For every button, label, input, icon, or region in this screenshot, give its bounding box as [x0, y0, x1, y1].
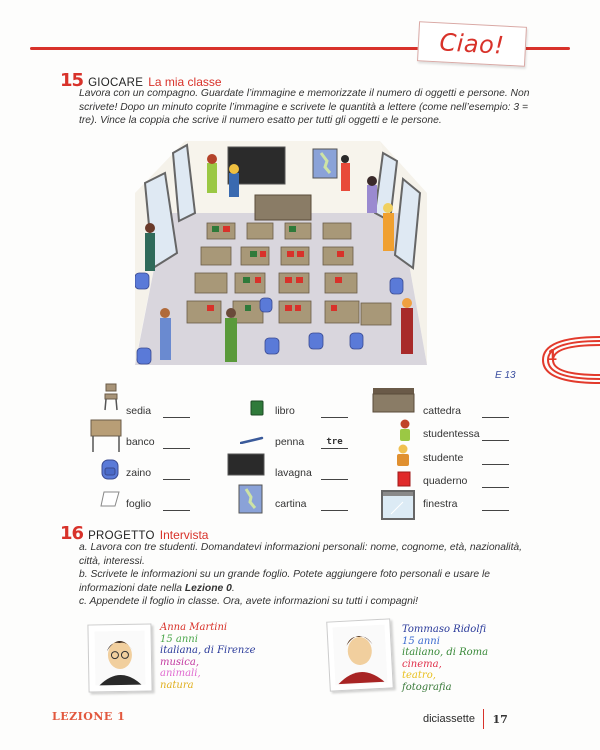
answer-blank-penna[interactable]: tre [321, 437, 348, 449]
page-footer: diciassette 17 [423, 709, 508, 729]
profile-photo-anna [87, 623, 153, 693]
answer-blank-quaderno[interactable] [482, 476, 509, 488]
profile-anna-card: Anna Martini 15 anni italiana, di Firenz… [160, 622, 256, 691]
profile-photo-tommaso [326, 618, 394, 692]
page-number-word: diciassette [423, 713, 475, 725]
vocab-label-studentessa: studentessa [423, 428, 480, 440]
vocab-label-zaino: zaino [126, 467, 152, 479]
answer-blank-foglio[interactable] [163, 499, 190, 511]
vocab-label-banco: banco [126, 436, 155, 448]
window-icon [381, 490, 415, 520]
exercise-title: Intervista [159, 528, 209, 542]
page-number: 17 [492, 712, 508, 726]
profile-interest: animali, [160, 668, 201, 679]
vocab-label-cartina: cartina [275, 498, 307, 510]
exercise-number: 16 [60, 523, 84, 544]
profile-interest: teatro, [402, 670, 436, 681]
exercise-15-heading: 15 GIOCARE La mia classe [60, 70, 222, 91]
lesson-0-reference: Lezione 0 [184, 582, 232, 594]
sheet-of-paper-icon [100, 491, 120, 507]
answer-blank-cartina[interactable] [321, 499, 348, 511]
avatar-girl-icon [94, 630, 146, 686]
vocab-label-sedia: sedia [126, 405, 152, 417]
profile-name: Tommaso Ridolfi [402, 624, 487, 635]
female-student-icon [400, 419, 410, 441]
answer-blank-cattedra[interactable] [482, 406, 509, 418]
chair-icon [104, 383, 118, 411]
answer-blank-lavagna[interactable] [321, 468, 348, 480]
footer-divider [482, 709, 485, 729]
vocab-label-studente: studente [423, 452, 464, 464]
profile-origin: italiana, di Firenze [160, 645, 256, 656]
answer-blank-studentessa[interactable] [482, 429, 509, 441]
answer-blank-studente[interactable] [482, 453, 509, 465]
profile-age: 15 anni [402, 635, 440, 647]
map-of-italy-icon [238, 484, 263, 514]
answer-blank-zaino[interactable] [163, 468, 190, 480]
book-icon [250, 400, 264, 416]
notebook-icon [397, 471, 411, 487]
profile-tommaso-card: Tommaso Ridolfi 15 anni italiano, di Rom… [402, 624, 488, 693]
unit-title-tag: Ciao! [417, 21, 527, 67]
backpack-icon [101, 459, 119, 480]
exercise-type: GIOCARE [88, 77, 144, 89]
vocab-label-penna: penna [275, 436, 305, 448]
classroom-illustration [135, 141, 427, 365]
pen-icon [240, 436, 264, 444]
profile-age: 15 anni [160, 633, 198, 645]
lesson-label: LEZIONE 1 [52, 710, 126, 723]
teacher-desk-icon [372, 388, 415, 413]
vocab-label-finestra: finestra [423, 498, 458, 510]
vocab-label-libro: libro [275, 405, 295, 417]
exercise-16-instructions: a. Lavora con tre studenti. Domandatevi … [79, 541, 529, 609]
vocab-label-cattedra: cattedra [423, 405, 461, 417]
lesson-tab-number: 1 [548, 347, 557, 364]
header-rule [30, 47, 570, 50]
vocab-label-lavagna: lavagna [275, 467, 312, 479]
male-student-icon [397, 444, 409, 466]
blackboard-icon [227, 453, 265, 476]
desk-icon [90, 419, 122, 452]
exercise-title: La mia classe [148, 75, 222, 89]
instruction-a: a. Lavora con tre studenti. Domandatevi … [79, 542, 523, 567]
exercise-16-heading: 16 PROGETTO Intervista [60, 523, 208, 544]
instruction-b: b. Scrivete le informazioni su un grande… [79, 569, 490, 594]
profile-name: Anna Martini [160, 622, 228, 633]
lesson-side-tab [541, 336, 600, 384]
profile-interest: fotografia [402, 681, 452, 693]
exercise-reference: E 13 [495, 370, 516, 381]
vocab-label-quaderno: quaderno [423, 475, 468, 487]
unit-title: Ciao! [438, 28, 506, 60]
exercise-type: PROGETTO [88, 530, 155, 542]
answer-blank-banco[interactable] [163, 437, 190, 449]
profile-origin: italiano, di Roma [402, 647, 489, 658]
instruction-c: c. Appendete il foglio in classe. Ora, a… [79, 596, 419, 607]
profile-interest: cinema, [402, 658, 442, 670]
profile-interest: musica, [160, 656, 199, 668]
answer-blank-libro[interactable] [321, 406, 348, 418]
profile-interest: natura [160, 679, 194, 691]
exercise-15-instructions: Lavora con un compagno. Guardate l’immag… [79, 88, 530, 126]
exercise-number: 15 [60, 70, 84, 91]
answer-blank-sedia[interactable] [163, 406, 190, 418]
vocab-label-foglio: foglio [126, 498, 152, 510]
avatar-boy-icon [332, 624, 388, 686]
answer-blank-finestra[interactable] [482, 499, 509, 511]
